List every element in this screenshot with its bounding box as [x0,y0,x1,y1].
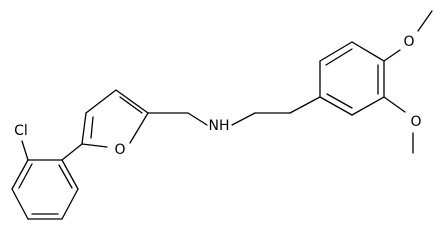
aryl-furan-bond [61,143,83,161]
ethyl-aryl-bond [289,96,321,114]
chlorophenyl-ring [11,159,79,220]
aryl-o-bond-top [383,49,401,62]
o-ch3-bond-top [417,10,433,32]
ch2-n-bond [187,112,208,126]
amine-label: NH [209,118,230,134]
c-cl-bond [21,140,29,161]
chlorine-label: Cl [14,123,28,139]
furan-ring [81,89,149,148]
aryl-o-bond-bottom [383,96,406,113]
furan-oxygen-label: O [114,142,125,158]
dimethoxyphenyl-ring [319,41,385,116]
methoxy-oxygen-bottom-label: O [410,114,421,130]
n-ch2-bond [231,112,256,126]
methoxy-oxygen-top-label: O [403,34,414,50]
